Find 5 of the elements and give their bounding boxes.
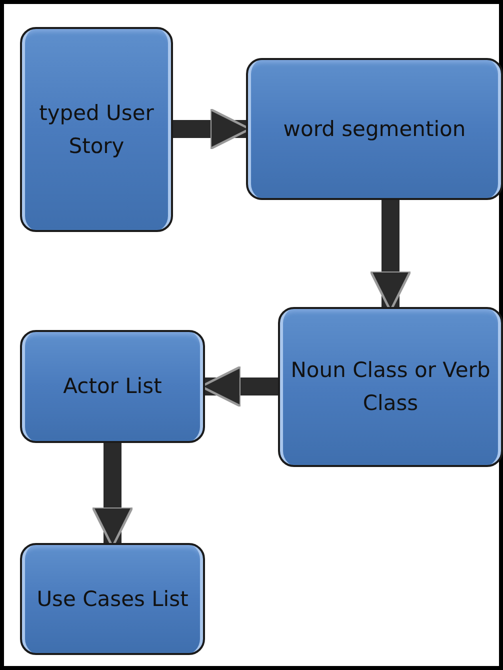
process-box: Actor List bbox=[20, 330, 205, 443]
process-box: Use Cases List bbox=[20, 543, 205, 655]
process-box: Noun Class or Verb Class bbox=[278, 307, 503, 467]
process-box: word segmention bbox=[246, 58, 503, 200]
process-box: typed User Story bbox=[20, 27, 173, 232]
